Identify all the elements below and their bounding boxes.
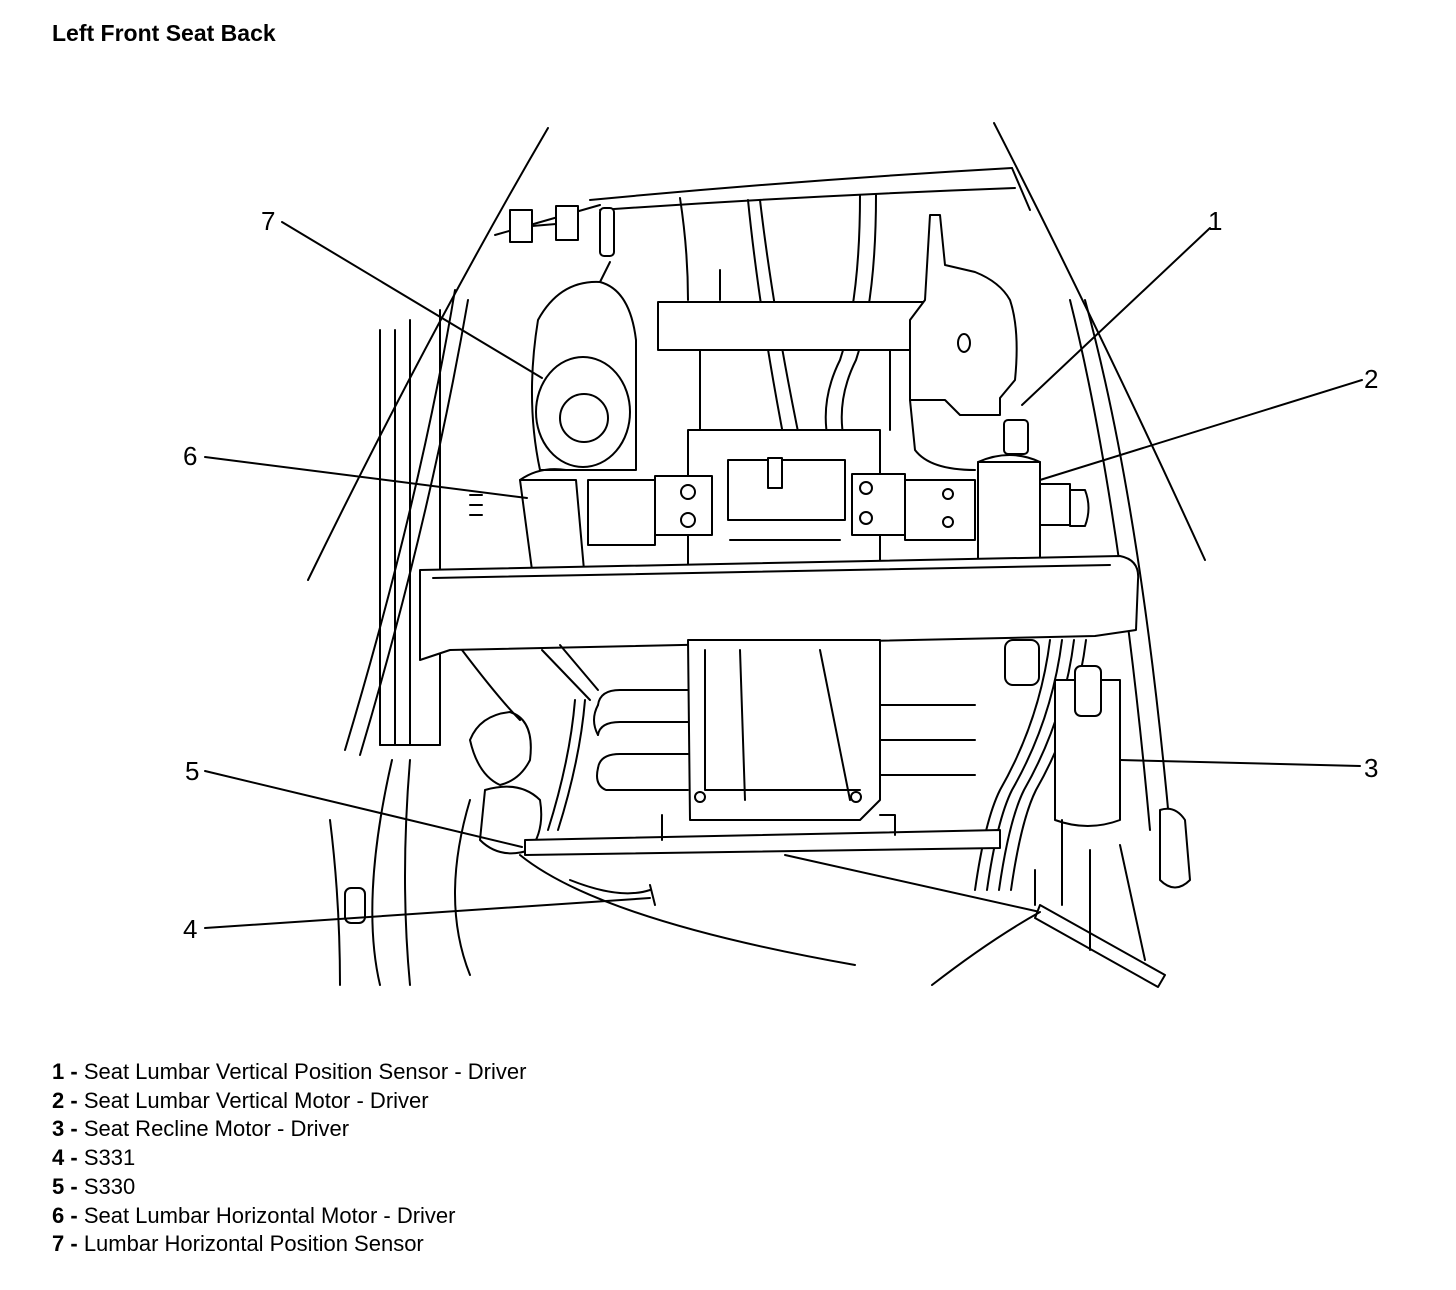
center-column [687, 429, 881, 581]
seat-base [329, 759, 1166, 988]
legend-label: Seat Lumbar Vertical Motor - Driver [83, 1087, 429, 1113]
callout-labels: 1 2 3 4 5 6 7 [183, 206, 1378, 944]
callout-4: 4 [183, 914, 197, 944]
legend-item-1: 1 - Seat Lumbar Vertical Position Sensor… [52, 1058, 526, 1087]
legend-item-7: 7 - Lumbar Horizontal Position Sensor [52, 1230, 526, 1259]
legend-number: 7 [52, 1231, 65, 1257]
legend-number: 1 [52, 1059, 65, 1084]
seat-back-illustration: 1 2 3 4 5 6 7 [183, 122, 1378, 988]
leader-lines [204, 221, 1363, 929]
legend-label: Seat Lumbar Vertical Position Sensor - D… [83, 1059, 527, 1084]
legend-separator: - [64, 1173, 84, 1199]
component-legend: 1 - Seat Lumbar Vertical Position Sensor… [52, 1058, 526, 1259]
lumbar-horizontal-motor-drawing [469, 468, 713, 571]
legend-label: Seat Recline Motor - Driver [83, 1116, 350, 1142]
legend-label: S331 [83, 1145, 136, 1171]
callout-2: 2 [1364, 364, 1378, 394]
legend-separator: - [64, 1145, 84, 1171]
legend-item-5: 5 - S330 [52, 1173, 526, 1202]
vertical-position-sensor-drawing [909, 214, 1029, 471]
callout-5: 5 [185, 756, 199, 786]
diagram-title: Left Front Seat Back [52, 20, 276, 46]
lumbar-vertical-motor-drawing [851, 454, 1090, 561]
left-harness [461, 644, 599, 855]
lower-panel [593, 639, 976, 821]
leader-line-7 [281, 221, 543, 379]
top-connectors [509, 205, 615, 257]
seat-frame [307, 122, 1206, 831]
leader-line-2 [1039, 379, 1363, 481]
leader-line-3 [1119, 759, 1361, 767]
legend-separator: - [64, 1059, 84, 1084]
lumbar-horizontal-position-sensor-drawing [530, 261, 637, 471]
legend-number: 4 [52, 1145, 65, 1171]
legend-label: Lumbar Horizontal Position Sensor [83, 1231, 424, 1257]
callout-3: 3 [1364, 753, 1378, 783]
legend-separator: - [64, 1202, 84, 1228]
leader-line-4 [204, 897, 651, 929]
legend-separator: - [64, 1231, 84, 1257]
legend-number: 5 [52, 1173, 65, 1199]
legend-number: 6 [52, 1202, 65, 1228]
legend-item-4: 4 - S331 [52, 1144, 526, 1173]
legend-separator: - [64, 1116, 84, 1142]
legend-number: 2 [52, 1087, 65, 1113]
leader-line-5 [204, 770, 523, 848]
legend-separator: - [64, 1087, 84, 1113]
callout-1: 1 [1208, 206, 1222, 236]
legend-label: S330 [83, 1173, 136, 1199]
callout-7: 7 [261, 206, 275, 236]
recline-motor-drawing [1054, 665, 1191, 889]
legend-item-3: 3 - Seat Recline Motor - Driver [52, 1115, 526, 1144]
legend-label: Seat Lumbar Horizontal Motor - Driver [83, 1202, 456, 1228]
leader-line-6 [204, 456, 528, 499]
legend-item-6: 6 - Seat Lumbar Horizontal Motor - Drive… [52, 1202, 526, 1231]
leader-line-1 [1021, 227, 1211, 406]
legend-number: 3 [52, 1116, 65, 1142]
callout-6: 6 [183, 441, 197, 471]
legend-item-2: 2 - Seat Lumbar Vertical Motor - Driver [52, 1087, 526, 1116]
